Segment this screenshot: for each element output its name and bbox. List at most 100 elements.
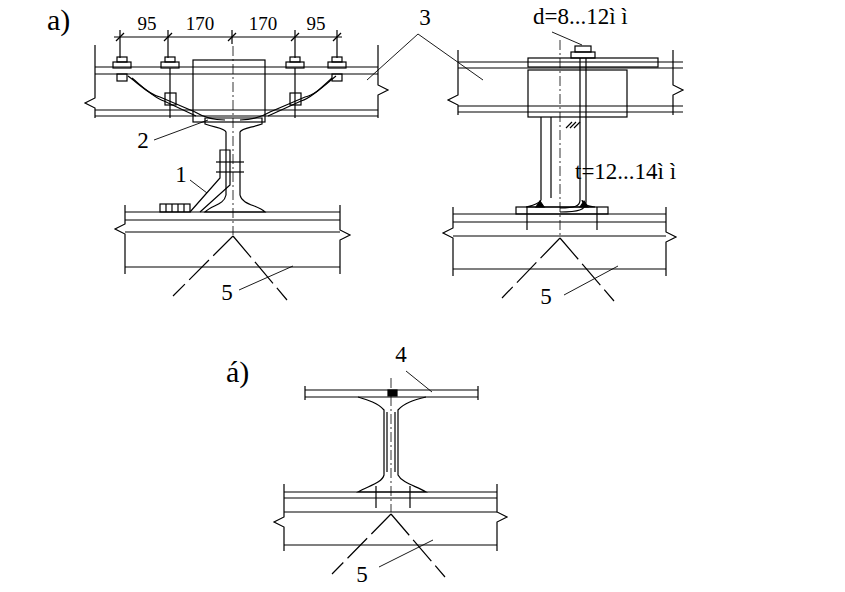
right-bolt-part: [571, 52, 595, 58]
i-beam-part: [375, 486, 376, 508]
right-rail-part: [580, 201, 588, 207]
leader-lines-part: [190, 180, 207, 193]
i-beam-part: [409, 486, 410, 508]
dimension-line-part: [119, 30, 120, 58]
right-rail-part: [516, 207, 608, 214]
right-beam-part: [528, 58, 658, 67]
callout-number: 2: [137, 128, 149, 153]
hook-bolts-part: [240, 76, 336, 120]
i-beam-part: [394, 412, 395, 472]
figure-letter: á): [226, 355, 249, 388]
right-beam-part: [458, 105, 683, 106]
hook-bolts-part: [268, 78, 332, 116]
top-plate-4-part: [304, 386, 305, 400]
right-rail-part: [536, 201, 544, 207]
right-rail-part: [526, 207, 527, 230]
rail-profile: [205, 118, 265, 212]
note: t=12...14ì ì: [575, 159, 676, 184]
b-lower-beam-part: [274, 484, 284, 551]
hook-bolts-part: [161, 62, 179, 68]
i-beam-part: [358, 397, 426, 492]
right-lower-beam-part: [453, 213, 666, 214]
hook-bolts-part: [117, 74, 127, 81]
leader-lines-part: [367, 34, 483, 80]
dimension: 170: [249, 14, 278, 35]
b-lower-beam-part: [497, 484, 507, 551]
left-beam-part: [85, 45, 95, 118]
hook-bolts: [113, 57, 346, 120]
dimension: 95: [307, 14, 326, 35]
right-beam-part: [448, 50, 458, 115]
dimension-line-part: [116, 33, 124, 41]
note: d=8...12ì ì: [533, 4, 628, 29]
b-lower-beam: [274, 484, 507, 577]
right-bolt-part: [575, 46, 591, 52]
dimension-line-part: [294, 30, 295, 58]
plate-1-part: [160, 204, 190, 212]
right-lower-beam-part: [453, 235, 666, 236]
right-lower-beam-part: [453, 221, 666, 222]
right-bolt: [560, 46, 595, 212]
lower-beam-part: [125, 231, 340, 232]
top-plate-4: [305, 386, 478, 400]
dimension-line-part: [336, 30, 337, 58]
dimension-line-part: [291, 33, 299, 41]
left-beam-part: [378, 45, 388, 118]
hook-bolts-part: [113, 62, 131, 68]
b-lower-beam-part: [391, 514, 445, 577]
callout-number: 4: [395, 342, 407, 367]
hook-bolts-part: [290, 93, 301, 105]
hook-bolts-part: [128, 76, 225, 120]
right-beam: [448, 50, 683, 117]
b-lower-beam-part: [284, 511, 497, 512]
lower-beam-part: [125, 211, 340, 212]
dimension-line-part: [114, 36, 342, 37]
centerline: [233, 40, 560, 512]
left-beam-part: [193, 60, 265, 122]
hook-bolts-part: [290, 57, 300, 62]
centerline-part: [233, 46, 234, 235]
lower-beam-part: [125, 219, 340, 220]
b-lower-beam-part: [284, 491, 497, 492]
right-rail-part: [596, 207, 597, 230]
rail-profile-part: [205, 118, 265, 212]
i-beam: [358, 397, 426, 508]
plate-1-part: [177, 204, 178, 212]
callout-number: 5: [356, 562, 368, 587]
plate-1-part: [165, 204, 166, 212]
right-bolt-part: [560, 58, 580, 208]
lower-beam-part: [115, 205, 125, 274]
hook-bolts-part: [117, 57, 127, 62]
left-beam: [85, 45, 388, 122]
plate-1-part: [190, 150, 230, 212]
hook-bolts-part: [328, 62, 346, 68]
callout-number: 3: [419, 5, 431, 30]
right-lower-beam-part: [560, 238, 614, 301]
right-beam-part: [458, 111, 683, 112]
left-beam-part: [95, 115, 378, 116]
figure-letter: a): [47, 3, 70, 36]
b-leaders: [379, 371, 433, 567]
right-bolt-part: [560, 58, 586, 212]
lower-beam-part: [233, 236, 287, 300]
hook-bolts-part: [165, 93, 176, 105]
right-lower-beam-part: [443, 207, 453, 276]
b-leaders-part: [379, 540, 433, 567]
hook-bolts-part: [332, 57, 342, 62]
top-plate-4-part: [388, 390, 397, 396]
right-beam-part: [673, 50, 683, 115]
dimension-line-part: [228, 33, 236, 41]
b-lower-beam-part: [284, 544, 497, 545]
hook-bolts-part: [165, 57, 175, 62]
hook-bolts-part: [132, 78, 196, 116]
lower-beam-part: [125, 266, 340, 267]
right-lower-beam-part: [666, 207, 676, 276]
leader-lines: [154, 34, 483, 290]
left-beam-part: [95, 109, 378, 110]
plate-1: [160, 150, 244, 212]
plate-1-part: [216, 161, 244, 162]
i-beam-part: [386, 412, 387, 472]
dimension-line-part: [333, 33, 341, 41]
